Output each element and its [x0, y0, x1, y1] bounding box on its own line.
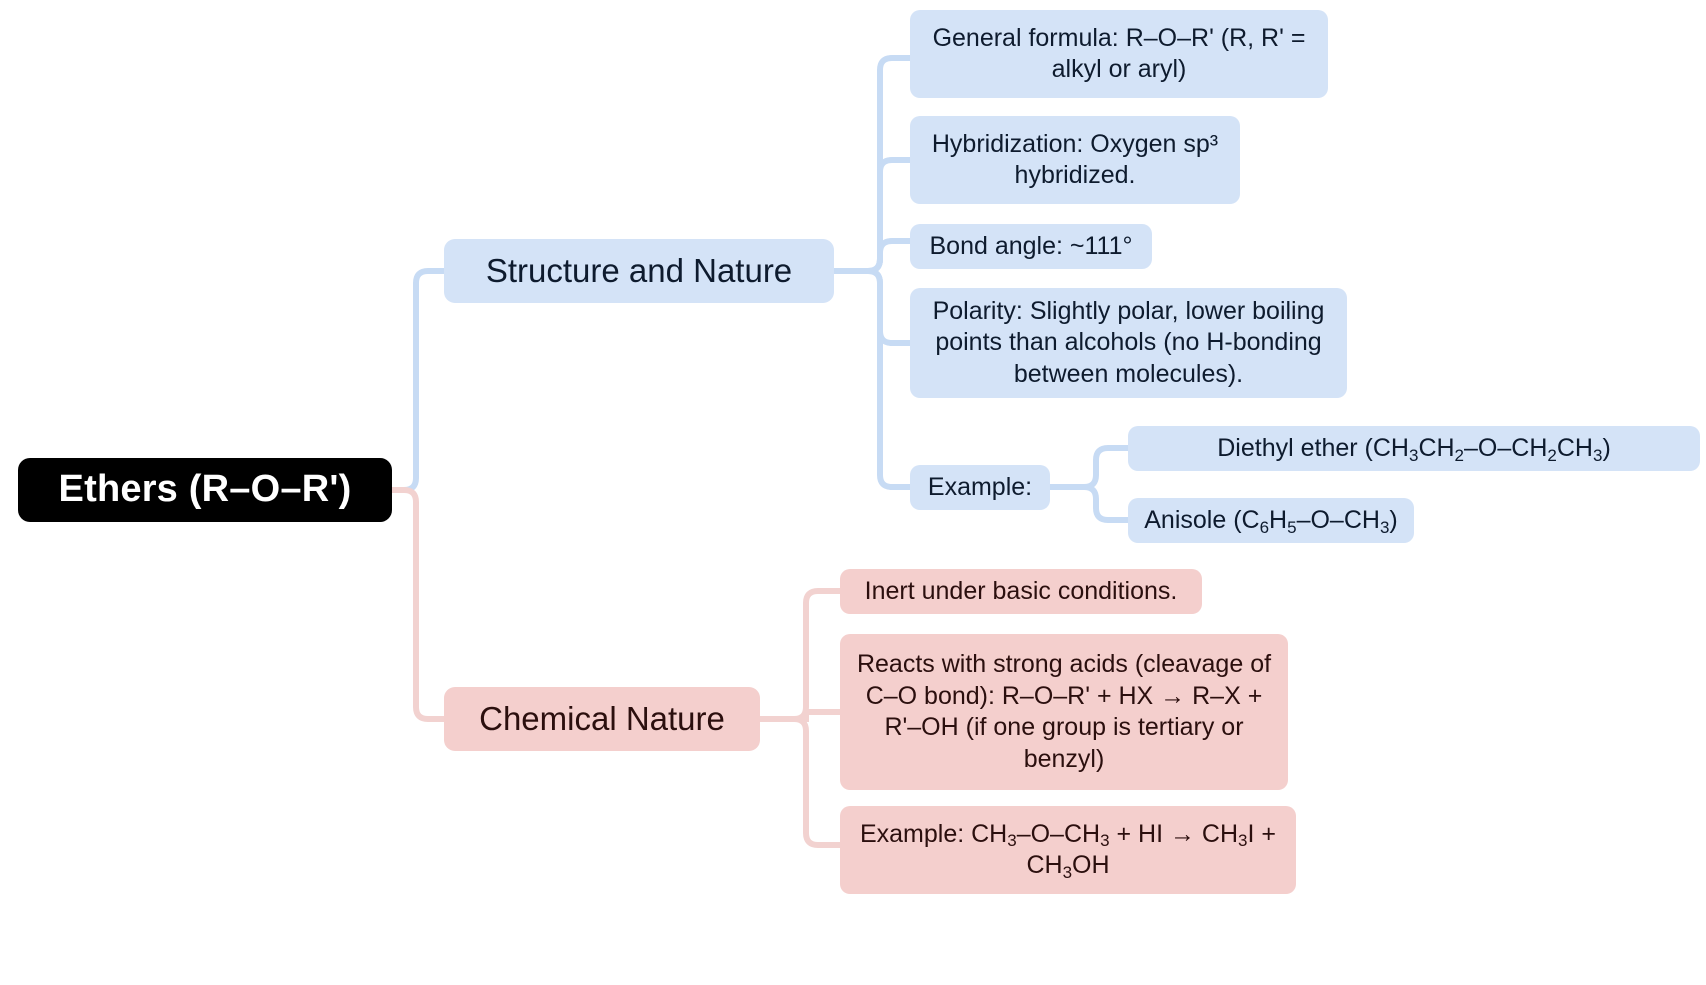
leaf-label-inert-basic: Inert under basic conditions.: [864, 576, 1178, 605]
link-chemical-to-inert: [791, 588, 843, 722]
root-node-label: Ethers (R–O–R'): [58, 468, 352, 511]
leaf-label-example-reaction: Example: CH3–O–CH3 + HI → CH3I + CH3OH: [859, 819, 1283, 882]
link-example-to-anisole: [1081, 484, 1131, 523]
leaf-label-example: Example:: [927, 472, 1033, 501]
link-chemical-to-reacts: [791, 709, 843, 722]
leaf-label-reacts-strong-acids: Reacts with strong acids (cleavage of C–…: [856, 650, 1278, 773]
branch-label-structure-and-nature: Structure and Nature: [485, 252, 793, 290]
link-structure-to-hybridization: [865, 157, 913, 274]
leaf-node-example-reaction[interactable]: Example: CH3–O–CH3 + HI → CH3I + CH3OH: [840, 806, 1296, 894]
leaf-node-inert-basic[interactable]: Inert under basic conditions.: [840, 569, 1202, 614]
leaf-label-diethyl-ether: Diethyl ether (CH3CH2–O–CH2CH3): [1217, 433, 1611, 465]
leaf-node-example[interactable]: Example:: [910, 465, 1050, 510]
link-structure-to-bond-angle: [865, 238, 913, 274]
branch-node-chemical-nature[interactable]: Chemical Nature: [444, 687, 760, 751]
leaf-label-anisole: Anisole (C6H5–O–CH3): [1144, 505, 1398, 537]
leaf-node-bond-angle[interactable]: Bond angle: ~111°: [910, 224, 1152, 269]
root-node[interactable]: Ethers (R–O–R'): [18, 458, 392, 522]
leaf-label-polarity: Polarity: Slightly polar, lower boiling …: [932, 296, 1332, 388]
branch-label-chemical-nature: Chemical Nature: [479, 700, 725, 738]
link-root-to-structure: [389, 268, 447, 493]
leaf-node-anisole[interactable]: Anisole (C6H5–O–CH3): [1128, 498, 1414, 543]
link-example-to-diethyl-ether: [1081, 445, 1131, 490]
leaf-label-hybridization: Hybridization: Oxygen sp³ hybridized.: [931, 129, 1226, 190]
link-root-to-chemical: [389, 487, 447, 722]
leaf-node-reacts-strong-acids[interactable]: Reacts with strong acids (cleavage of C–…: [840, 634, 1288, 790]
leaf-label-bond-angle: Bond angle: ~111°: [929, 231, 1133, 260]
leaf-node-diethyl-ether[interactable]: Diethyl ether (CH3CH2–O–CH2CH3): [1128, 426, 1700, 471]
link-chemical-to-example-reaction: [791, 716, 843, 848]
branch-node-structure-and-nature[interactable]: Structure and Nature: [444, 239, 834, 303]
leaf-label-general-formula: General formula: R–O–R' (R, R' = alkyl o…: [932, 23, 1313, 84]
link-structure-to-general-formula: [865, 55, 913, 274]
link-structure-to-example: [865, 268, 913, 490]
leaf-node-general-formula[interactable]: General formula: R–O–R' (R, R' = alkyl o…: [910, 10, 1328, 98]
link-structure-to-polarity: [865, 268, 913, 346]
leaf-node-polarity[interactable]: Polarity: Slightly polar, lower boiling …: [910, 288, 1347, 398]
leaf-node-hybridization[interactable]: Hybridization: Oxygen sp³ hybridized.: [910, 116, 1240, 204]
